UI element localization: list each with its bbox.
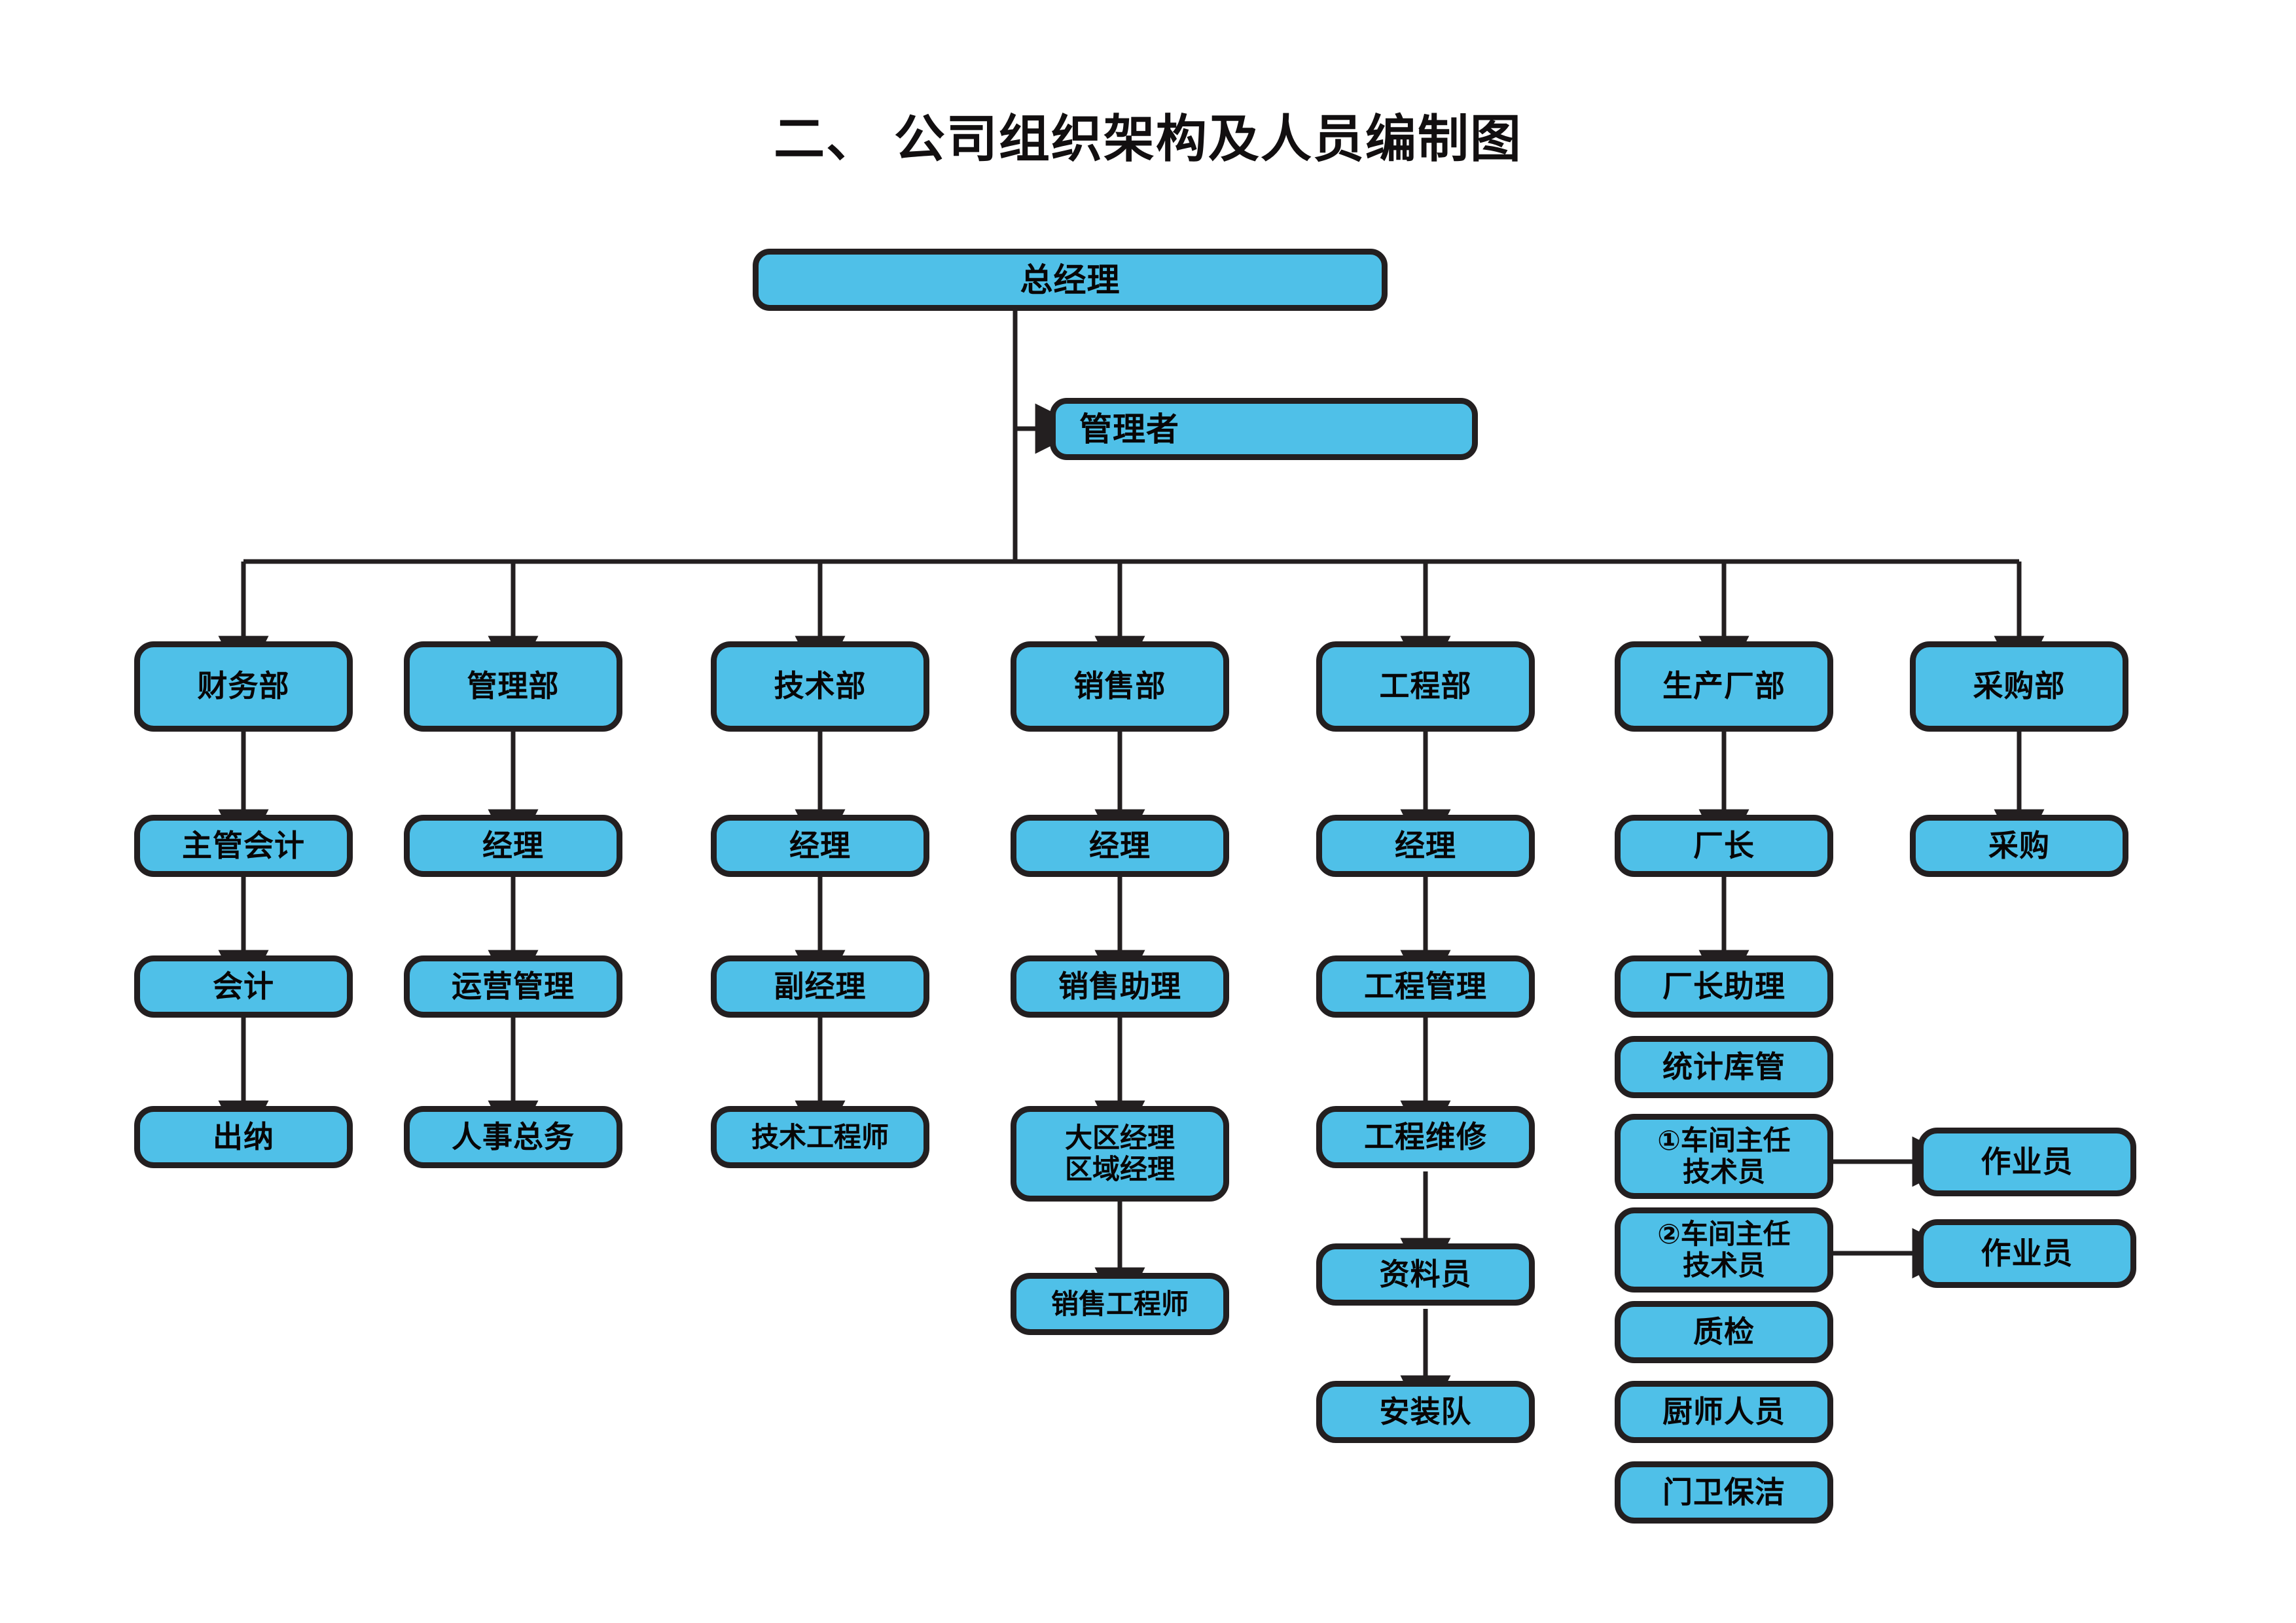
node-engineering-maintenance[interactable]: 工程维修 [1316,1106,1535,1168]
node-production-quality-inspection[interactable]: 质检 [1615,1301,1833,1363]
node-management-hr[interactable]: 人事总务 [404,1106,622,1168]
node-management-manager[interactable]: 经理 [404,815,622,877]
node-production-director-assistant[interactable]: 厂长助理 [1615,955,1833,1018]
node-production-operator-1[interactable]: 作业员 [1918,1128,2136,1196]
node-manager[interactable]: 管理者 [1050,398,1478,460]
node-department-purchasing[interactable]: 采购部 [1910,641,2128,732]
node-department-sales[interactable]: 销售部 [1011,641,1229,732]
node-department-engineering[interactable]: 工程部 [1316,641,1535,732]
node-production-kitchen-staff[interactable]: 厨师人员 [1615,1381,1833,1443]
node-technology-engineer[interactable]: 技术工程师 [711,1106,929,1168]
node-engineering-installation-team[interactable]: 安装队 [1316,1381,1535,1443]
node-sales-assistant[interactable]: 销售助理 [1011,955,1229,1018]
node-production-workshop-director-2[interactable]: ②车间主任 技术员 [1615,1207,1833,1293]
node-finance-cashier[interactable]: 出纳 [134,1106,353,1168]
node-engineering-management[interactable]: 工程管理 [1316,955,1535,1018]
node-production-operator-2[interactable]: 作业员 [1918,1219,2136,1288]
node-production-workshop-director-1[interactable]: ①车间主任 技术员 [1615,1114,1833,1199]
node-engineering-manager[interactable]: 经理 [1316,815,1535,877]
node-production-security-cleaning[interactable]: 门卫保洁 [1615,1461,1833,1524]
node-department-management[interactable]: 管理部 [404,641,622,732]
node-production-factory-director[interactable]: 厂长 [1615,815,1833,877]
node-general-manager[interactable]: 总经理 [753,249,1388,311]
node-sales-engineer[interactable]: 销售工程师 [1011,1273,1229,1335]
node-department-technology[interactable]: 技术部 [711,641,929,732]
node-production-statistics-warehouse[interactable]: 统计库管 [1615,1036,1833,1098]
node-purchasing-buyer[interactable]: 采购 [1910,815,2128,877]
node-management-operations[interactable]: 运营管理 [404,955,622,1018]
node-engineering-document-clerk[interactable]: 资料员 [1316,1243,1535,1306]
node-finance-chief-accountant[interactable]: 主管会计 [134,815,353,877]
node-sales-manager[interactable]: 经理 [1011,815,1229,877]
node-department-production[interactable]: 生产厂部 [1615,641,1833,732]
page-title: 二、 公司组织架构及人员编制图 [774,110,1522,168]
node-department-finance[interactable]: 财务部 [134,641,353,732]
node-technology-deputy-manager[interactable]: 副经理 [711,955,929,1018]
node-technology-manager[interactable]: 经理 [711,815,929,877]
node-sales-regional-manager[interactable]: 大区经理 区域经理 [1011,1106,1229,1202]
node-finance-accountant[interactable]: 会计 [134,955,353,1018]
